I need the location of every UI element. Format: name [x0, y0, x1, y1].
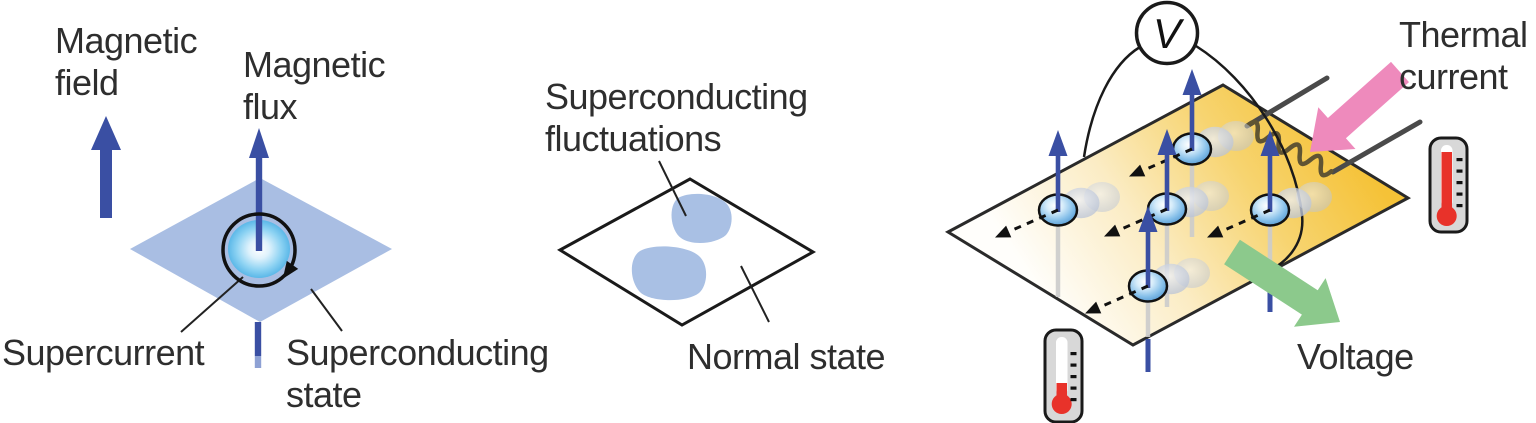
heater-lead-right [1330, 119, 1423, 175]
magnetic-field-label: Magnetic field [55, 20, 198, 103]
superconducting-state-panel [91, 116, 392, 368]
thermometer-cold-icon [1043, 328, 1084, 423]
voltmeter-icon: V [1134, 0, 1200, 66]
flux-line-below-tip [254, 356, 262, 368]
thermal-current-arrow [1310, 61, 1409, 152]
thermal-current-label: Thermal current [1399, 14, 1528, 97]
flux-line-below [254, 322, 262, 356]
fluctuation-blob-upper [671, 193, 732, 244]
normal-state-label: Normal state [687, 336, 886, 377]
supercurrent-loop-arrowhead [282, 260, 299, 279]
voltmeter-label: V [1153, 10, 1185, 57]
state-leader-line [310, 288, 343, 332]
supercurrent-label: Supercurrent [2, 332, 205, 373]
supercurrent-loop [221, 212, 297, 288]
voltage-arrow [1224, 239, 1340, 327]
fluctuations-leader-line [658, 160, 687, 217]
normal-state-panel [557, 160, 817, 327]
superconducting-fluctuations-label: Superconducting fluctuations [545, 76, 808, 159]
magnetic-flux-label: Magnetic flux [243, 44, 386, 127]
normal-state-leader-line [740, 265, 770, 323]
measurement-panel: V [944, 0, 1469, 423]
magnetic-field-arrow [91, 116, 121, 218]
magnetic-flux-arrow [249, 128, 269, 251]
fluctuation-blob-lower [631, 246, 707, 301]
heater-lead-left [1244, 75, 1330, 129]
superconducting-state-label: Superconducting state [286, 332, 549, 415]
voltage-label: Voltage [1297, 336, 1414, 377]
thermometer-hot-icon [1428, 136, 1469, 234]
heater-wire [1244, 119, 1334, 178]
supercurrent-leader-line [180, 276, 244, 333]
voltmeter-wire-left [1082, 45, 1141, 158]
